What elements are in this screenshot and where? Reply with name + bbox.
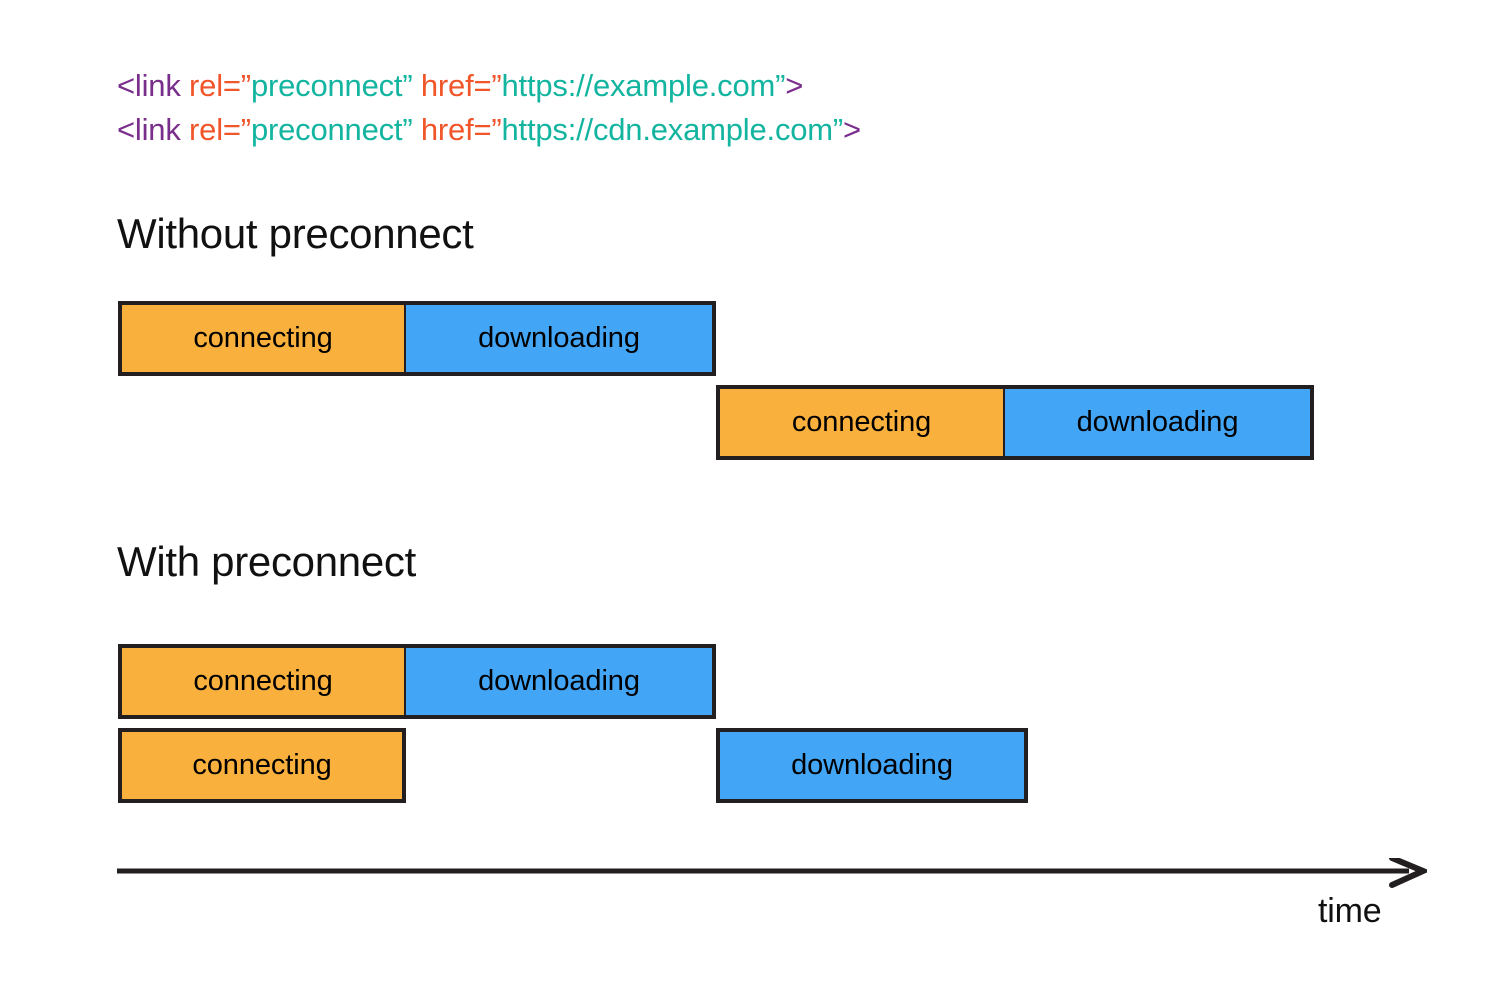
bar-segment-downloading: downloading bbox=[716, 728, 1028, 803]
arrow-right-icon bbox=[117, 858, 1427, 888]
bar-segment-connecting: connecting bbox=[716, 385, 1005, 460]
bar-segment-downloading: downloading bbox=[404, 301, 716, 376]
time-axis-label: time bbox=[1318, 892, 1382, 930]
time-axis bbox=[117, 858, 1427, 888]
code-attr-href: href=” bbox=[412, 68, 502, 103]
code-attr-rel: rel=” bbox=[189, 68, 251, 103]
code-line-1: <link rel=”preconnect” href=”https://exa… bbox=[117, 64, 861, 108]
code-attr-rel: rel=” bbox=[189, 112, 251, 147]
code-tag-open: <link bbox=[117, 68, 190, 103]
bar-segment-downloading: downloading bbox=[404, 644, 716, 719]
code-attr-href: href=” bbox=[412, 112, 502, 147]
code-snippet: <link rel=”preconnect” href=”https://exa… bbox=[117, 64, 861, 152]
section-heading-with-preconnect: With preconnect bbox=[117, 538, 416, 585]
code-value-href: https://cdn.example.com” bbox=[501, 112, 844, 147]
code-value-href: https://example.com” bbox=[501, 68, 786, 103]
bar-segment-downloading: downloading bbox=[1003, 385, 1314, 460]
bar-segment-connecting: connecting bbox=[118, 728, 406, 803]
code-tag-open: <link bbox=[117, 112, 190, 147]
code-value-rel: preconnect” bbox=[250, 112, 413, 147]
section-heading-without-preconnect: Without preconnect bbox=[117, 210, 474, 257]
bar-segment-connecting: connecting bbox=[118, 301, 406, 376]
bar-segment-connecting: connecting bbox=[118, 644, 406, 719]
code-value-rel: preconnect” bbox=[250, 68, 413, 103]
code-tag-close: > bbox=[843, 112, 861, 147]
code-tag-close: > bbox=[785, 68, 804, 103]
code-line-2: <link rel=”preconnect” href=”https://cdn… bbox=[117, 108, 861, 152]
